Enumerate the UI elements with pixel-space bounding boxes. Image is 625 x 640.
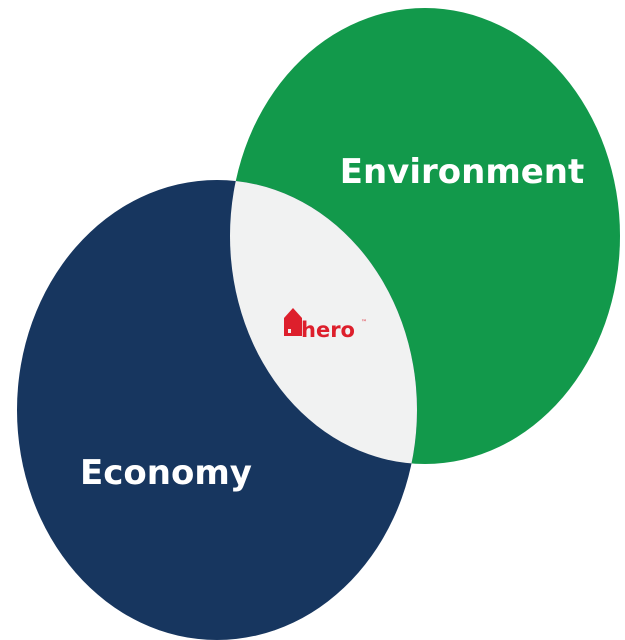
hero-logo: hero ™ xyxy=(284,308,367,342)
economy-label: Economy xyxy=(80,453,252,493)
trademark-symbol: ™ xyxy=(361,319,367,326)
house-icon xyxy=(284,308,302,336)
environment-label: Environment xyxy=(340,152,585,192)
hero-logo-text: hero xyxy=(301,318,355,342)
intersection-region xyxy=(230,180,417,464)
